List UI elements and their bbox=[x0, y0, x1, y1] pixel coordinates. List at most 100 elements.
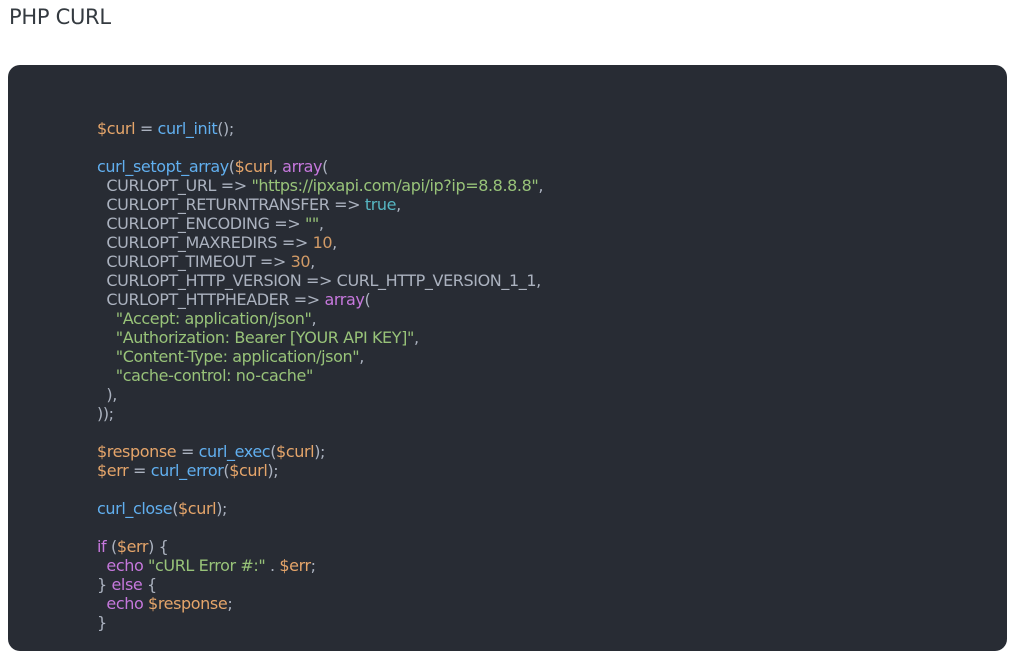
code-line: if ($err) { bbox=[97, 537, 543, 556]
code-token: $response bbox=[148, 594, 228, 613]
code-line: curl_close($curl); bbox=[97, 499, 543, 518]
code-token: "cache-control: no-cache" bbox=[97, 366, 314, 385]
code-token: , bbox=[413, 328, 419, 347]
code-line: CURLOPT_URL => "https://ipxapi.com/api/i… bbox=[97, 176, 543, 195]
code-line: } else { bbox=[97, 575, 543, 594]
code-token: , bbox=[311, 309, 317, 328]
code-line: "Content-Type: application/json", bbox=[97, 347, 543, 366]
code-token: ; bbox=[310, 556, 316, 575]
code-token: 30 bbox=[290, 252, 311, 271]
code-line: CURLOPT_MAXREDIRS => 10, bbox=[97, 233, 543, 252]
code-token: ( bbox=[106, 537, 117, 556]
code-token: curl_error bbox=[150, 461, 224, 480]
code-token: "Content-Type: application/json" bbox=[97, 347, 360, 366]
code-token: echo bbox=[106, 556, 144, 575]
code-token: "https://ipxapi.com/api/ip?ip=8.8.8.8" bbox=[251, 176, 539, 195]
code-line: curl_setopt_array($curl, array( bbox=[97, 157, 543, 176]
code-token: , bbox=[310, 252, 315, 271]
code-token: $err bbox=[279, 556, 311, 575]
page-title: PHP CURL bbox=[9, 5, 111, 29]
code-token: $curl bbox=[229, 461, 268, 480]
code-line: echo $response; bbox=[97, 594, 543, 613]
code-token: curl_exec bbox=[198, 442, 271, 461]
code-token: ); bbox=[314, 442, 326, 461]
code-token: , bbox=[359, 347, 364, 366]
code-token: = bbox=[135, 119, 158, 138]
code-token: , bbox=[538, 176, 544, 195]
code-line bbox=[97, 518, 543, 537]
code-line: "Accept: application/json", bbox=[97, 309, 543, 328]
code-line: CURLOPT_HTTP_VERSION => CURL_HTTP_VERSIO… bbox=[97, 271, 543, 290]
code-line: CURLOPT_ENCODING => "", bbox=[97, 214, 543, 233]
code-line bbox=[97, 423, 543, 442]
code-token: ( bbox=[172, 499, 179, 518]
code-token: curl_setopt_array bbox=[97, 157, 229, 176]
code-token: ( bbox=[322, 157, 328, 176]
code-content[interactable]: $curl = curl_init(); curl_setopt_array($… bbox=[97, 119, 543, 632]
code-token: if bbox=[97, 537, 107, 556]
code-line: "cache-control: no-cache" bbox=[97, 366, 543, 385]
code-token: ); bbox=[216, 499, 228, 518]
code-token: array bbox=[324, 290, 365, 309]
code-token: CURLOPT_URL => bbox=[97, 176, 252, 195]
code-token: "Accept: application/json" bbox=[97, 309, 312, 328]
code-token: (); bbox=[217, 119, 234, 138]
code-token: ); bbox=[267, 461, 279, 480]
code-token: CURLOPT_RETURNTRANSFER => bbox=[97, 195, 365, 214]
code-token: ; bbox=[227, 594, 233, 613]
code-token: ) { bbox=[148, 537, 169, 556]
code-token bbox=[97, 594, 106, 613]
code-block[interactable]: $curl = curl_init(); curl_setopt_array($… bbox=[8, 65, 1007, 651]
code-token: array bbox=[282, 157, 323, 176]
code-line: } bbox=[97, 613, 543, 632]
code-token: CURLOPT_HTTP_VERSION => CURL_HTTP_VERSIO… bbox=[97, 271, 541, 290]
code-token: , bbox=[332, 233, 337, 252]
code-token: $err bbox=[116, 537, 149, 556]
code-line: $response = curl_exec($curl); bbox=[97, 442, 543, 461]
code-token: CURLOPT_MAXREDIRS => bbox=[97, 233, 313, 252]
code-token: . bbox=[265, 556, 280, 575]
code-token: , bbox=[318, 214, 324, 233]
code-token: ), bbox=[97, 385, 117, 404]
code-token: )); bbox=[97, 404, 114, 423]
code-line bbox=[97, 138, 543, 157]
code-token: { bbox=[142, 575, 157, 594]
code-line: CURLOPT_RETURNTRANSFER => true, bbox=[97, 195, 543, 214]
code-token: curl_close bbox=[97, 499, 173, 518]
code-token bbox=[97, 556, 106, 575]
code-token: = bbox=[176, 442, 199, 461]
code-line: )); bbox=[97, 404, 543, 423]
code-token: CURLOPT_HTTPHEADER => bbox=[97, 290, 325, 309]
code-token: CURLOPT_ENCODING => bbox=[97, 214, 305, 233]
code-token: 10 bbox=[312, 233, 333, 252]
code-token: } bbox=[97, 575, 112, 594]
code-line: echo "cURL Error #:" . $err; bbox=[97, 556, 543, 575]
code-token: $err bbox=[97, 461, 129, 480]
code-token: "" bbox=[304, 214, 319, 233]
code-line: CURLOPT_HTTPHEADER => array( bbox=[97, 290, 543, 309]
code-token: true bbox=[364, 195, 397, 214]
code-token: $curl bbox=[234, 157, 274, 176]
code-token: "cURL Error #:" bbox=[148, 556, 266, 575]
code-token: $curl bbox=[97, 119, 136, 138]
code-token: else bbox=[111, 575, 143, 594]
code-token: ( bbox=[270, 442, 277, 461]
code-token: ( bbox=[228, 157, 235, 176]
code-token: $curl bbox=[178, 499, 217, 518]
code-line: CURLOPT_TIMEOUT => 30, bbox=[97, 252, 543, 271]
code-token: } bbox=[97, 613, 107, 632]
code-token: , bbox=[396, 195, 401, 214]
code-token: = bbox=[128, 461, 151, 480]
code-token: ( bbox=[223, 461, 230, 480]
code-token: , bbox=[272, 157, 283, 176]
code-token: $response bbox=[97, 442, 177, 461]
code-token: ( bbox=[364, 290, 371, 309]
code-line: ), bbox=[97, 385, 543, 404]
code-token: CURLOPT_TIMEOUT => bbox=[97, 252, 291, 271]
code-token: curl_init bbox=[157, 119, 218, 138]
code-token: "Authorization: Bearer [YOUR API KEY]" bbox=[97, 328, 415, 347]
code-line: $curl = curl_init(); bbox=[97, 119, 543, 138]
code-token: $curl bbox=[276, 442, 315, 461]
code-line bbox=[97, 480, 543, 499]
code-line: $err = curl_error($curl); bbox=[97, 461, 543, 480]
